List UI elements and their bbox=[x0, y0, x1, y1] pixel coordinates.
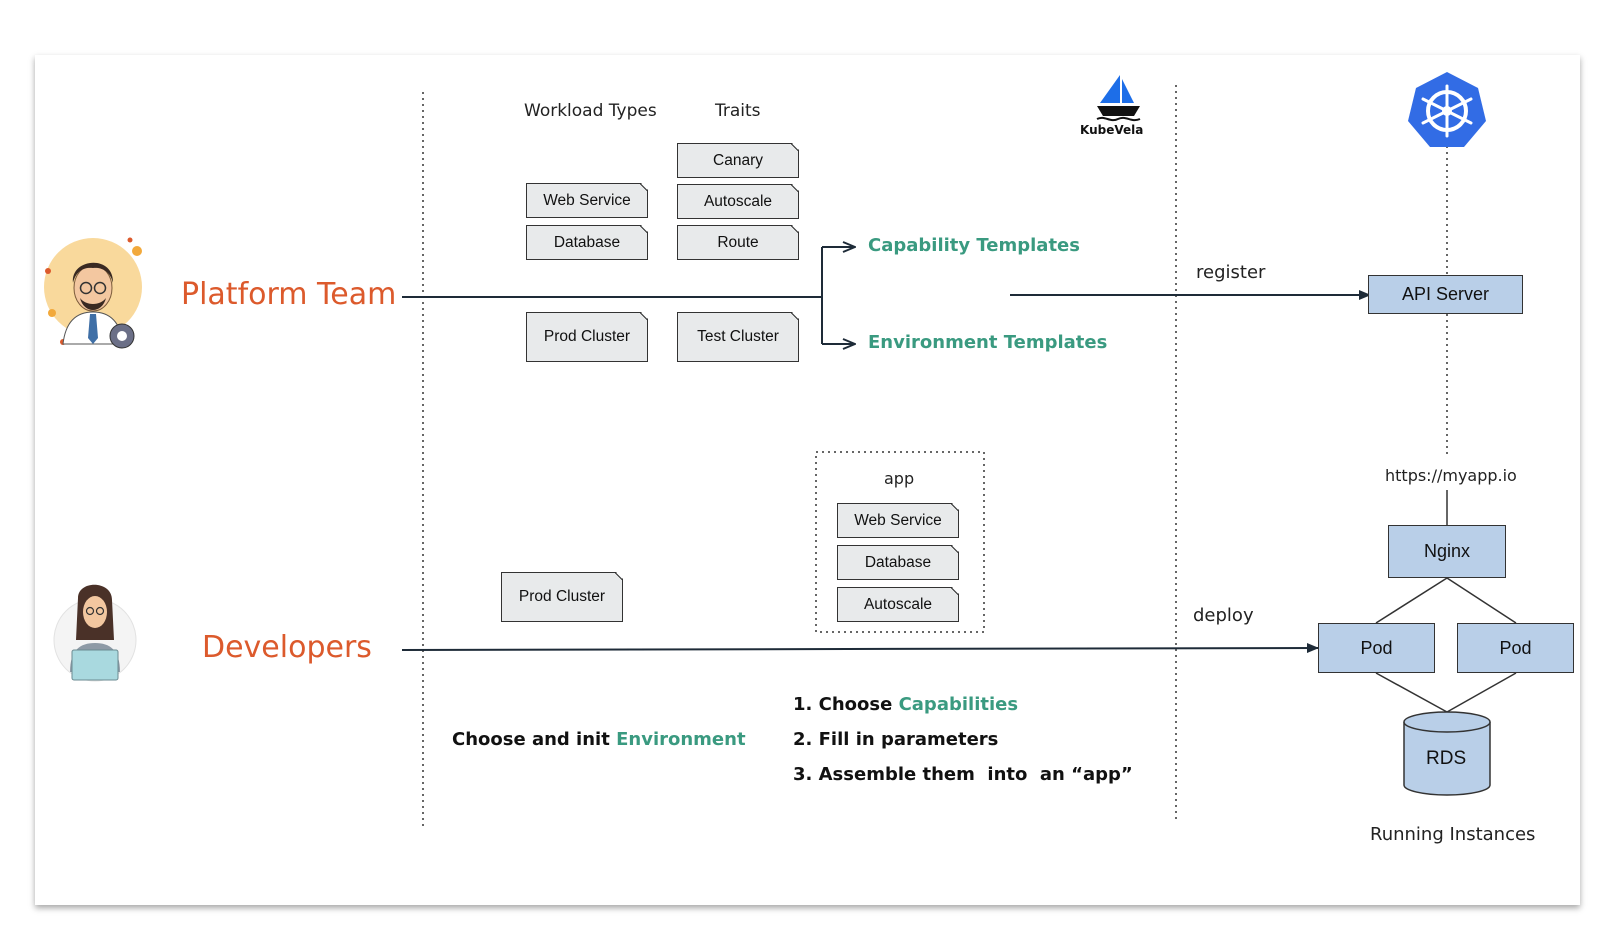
pod-box-1: Pod bbox=[1318, 623, 1435, 673]
trait-autoscale: Autoscale bbox=[677, 184, 799, 219]
kubevela-logo-text: KubeVela bbox=[1080, 123, 1144, 137]
api-server-box: API Server bbox=[1368, 275, 1523, 314]
register-label: register bbox=[1196, 262, 1266, 283]
trait-canary: Canary bbox=[677, 143, 799, 178]
platform-avatar-icon bbox=[44, 237, 142, 349]
workload-database: Database bbox=[526, 225, 648, 260]
sailboat-icon bbox=[1096, 75, 1141, 122]
app-database: Database bbox=[837, 545, 959, 580]
step-3-text: 3. Assemble them into an “app” bbox=[793, 764, 1133, 785]
app-autoscale: Autoscale bbox=[837, 587, 959, 622]
deploy-label: deploy bbox=[1193, 605, 1254, 626]
step-1-text: 1. Choose Capabilities bbox=[793, 694, 1019, 715]
trait-route: Route bbox=[677, 225, 799, 260]
environment-templates-label: Environment Templates bbox=[868, 332, 1108, 353]
traits-header: Traits bbox=[715, 101, 761, 121]
workload-types-header: Workload Types bbox=[524, 101, 657, 121]
test-cluster-tag: Test Cluster bbox=[677, 312, 799, 362]
arrow-deploy bbox=[401, 643, 1319, 654]
diagram-card bbox=[35, 55, 1580, 905]
choose-environment-text: Choose and init Environment bbox=[452, 729, 746, 750]
app-web-service: Web Service bbox=[837, 503, 959, 538]
developers-label: Developers bbox=[202, 630, 372, 665]
app-title: app bbox=[884, 469, 915, 488]
platform-team-label: Platform Team bbox=[181, 277, 397, 312]
rds-label: RDS bbox=[1426, 748, 1467, 769]
developer-avatar-icon bbox=[53, 584, 137, 682]
nginx-box: Nginx bbox=[1388, 525, 1506, 578]
capability-templates-label: Capability Templates bbox=[868, 235, 1080, 256]
dev-prod-cluster-tag: Prod Cluster bbox=[501, 572, 623, 622]
kubernetes-helm-icon bbox=[1408, 72, 1486, 147]
step-2-text: 2. Fill in parameters bbox=[793, 729, 999, 750]
pod-box-2: Pod bbox=[1457, 623, 1574, 673]
app-dotted-box bbox=[815, 451, 985, 633]
workload-web-service: Web Service bbox=[526, 183, 648, 218]
app-url: https://myapp.io bbox=[1385, 466, 1517, 485]
rds-cylinder bbox=[1403, 711, 1491, 796]
prod-cluster-tag: Prod Cluster bbox=[526, 312, 648, 362]
running-instances-label: Running Instances bbox=[1370, 824, 1536, 845]
